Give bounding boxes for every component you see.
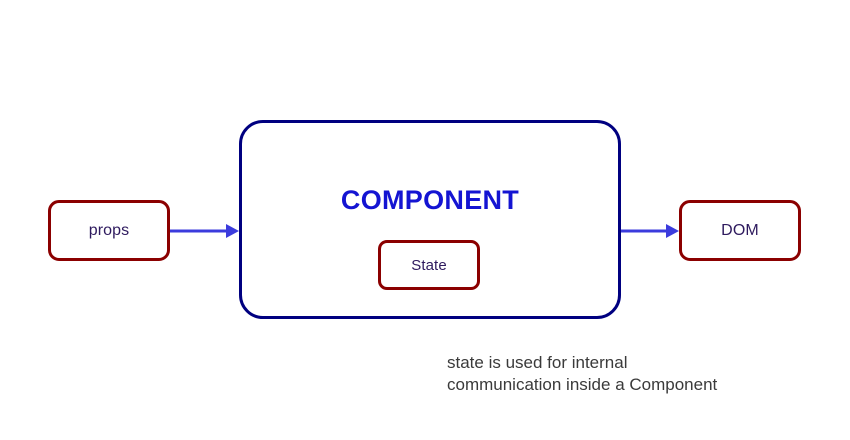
node-props-label: props <box>88 221 130 239</box>
arrow-component-to-dom-glyph <box>621 224 679 238</box>
node-component[interactable]: COMPONENT <box>239 120 621 319</box>
diagram-caption: state is used for internal communication… <box>447 353 718 394</box>
component-title: COMPONENT <box>340 185 520 215</box>
node-state[interactable]: State <box>378 240 480 290</box>
node-state-label: State <box>411 256 447 274</box>
node-dom-label: DOM <box>721 221 759 239</box>
node-dom[interactable]: DOM <box>679 200 801 261</box>
arrow-props-to-component <box>170 221 239 241</box>
arrow-props-to-component-glyph <box>170 224 239 238</box>
arrow-component-to-dom <box>621 221 679 241</box>
node-props[interactable]: props <box>48 200 170 261</box>
